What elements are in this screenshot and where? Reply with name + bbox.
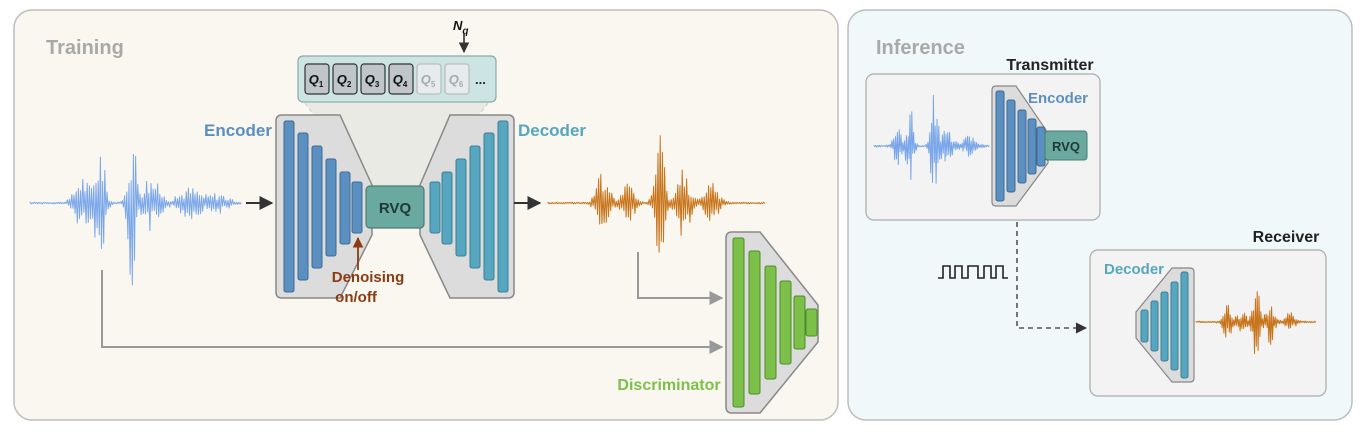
discriminator-layer xyxy=(732,237,745,408)
decoder-layer xyxy=(497,120,509,293)
receiver-label: Receiver xyxy=(1253,229,1320,246)
nq-label: N xyxy=(453,18,463,33)
svg-text:Nq: Nq xyxy=(453,18,469,37)
discriminator-layer xyxy=(764,265,777,380)
codebook-3: Q3 xyxy=(360,63,386,95)
codebook-6: Q6 xyxy=(444,63,470,95)
decoder-label: Decoder xyxy=(518,121,586,140)
codebook-more: ... xyxy=(475,72,486,87)
tx-encoder-label: Encoder xyxy=(1028,90,1088,107)
encoder-layer xyxy=(339,171,351,245)
codebook-2: Q2 xyxy=(332,63,358,95)
bitstream-icon xyxy=(938,265,1008,279)
discriminator xyxy=(725,231,819,414)
transmitter-encoder xyxy=(991,85,1054,207)
svg-text:Q3: Q3 xyxy=(365,72,380,89)
denoise-label-line1: Denoising xyxy=(332,269,405,286)
transmitter-label: Transmitter xyxy=(1006,57,1093,74)
input-to-discriminator-arrow xyxy=(101,270,724,354)
decoder-layer xyxy=(483,132,495,281)
decoder-layer xyxy=(429,181,441,234)
training-panel: Training RVQ Encoder Decoder Q1 Q2 Q3 xyxy=(13,9,839,421)
receiver-box: Decoder xyxy=(1089,249,1327,397)
nq-sub: q xyxy=(462,26,468,37)
training-rvq-block: RVQ xyxy=(365,185,425,229)
tx-rvq-label: RVQ xyxy=(1052,139,1080,154)
inference-title: Inference xyxy=(876,37,965,59)
receiver-waveform xyxy=(1195,291,1317,355)
codebook-projection-fill xyxy=(305,103,488,188)
clean-input-waveform xyxy=(29,153,242,286)
rvq-label: RVQ xyxy=(379,200,412,217)
decoder-layer xyxy=(441,171,453,245)
decoder-layer xyxy=(1180,271,1189,379)
codebook-5: Q5 xyxy=(416,63,442,95)
decoder-layer xyxy=(1170,281,1179,371)
decoder-layer xyxy=(1140,309,1149,343)
decoder-layer xyxy=(1150,300,1159,352)
training-title: Training xyxy=(46,37,124,59)
codebook-bar: Q1 Q2 Q3 Q4 Q5 Q6 ... xyxy=(297,55,497,103)
svg-text:Q2: Q2 xyxy=(337,72,352,89)
transmitter-box: RVQ Encoder xyxy=(865,73,1101,221)
decoder-layer xyxy=(1160,291,1169,362)
discriminator-layer xyxy=(805,308,818,337)
svg-text:Q4: Q4 xyxy=(393,72,408,89)
nq-indicator: Nq xyxy=(453,18,470,54)
denoise-label-line2: on/off xyxy=(335,289,378,306)
training-decoder xyxy=(419,114,515,299)
encoder-layer xyxy=(283,120,295,293)
encoder-layer xyxy=(1017,109,1027,184)
encoder-layer xyxy=(1036,126,1046,167)
discriminator-layer xyxy=(793,295,806,350)
transmitter-waveform xyxy=(873,95,990,184)
decoder-layer xyxy=(455,158,467,257)
receiver-decoder xyxy=(1135,267,1195,383)
discriminator-layer xyxy=(779,280,792,365)
encoder-layer xyxy=(1027,118,1037,175)
inference-panel: Inference Transmitter RVQ Encoder Receiv… xyxy=(847,9,1353,421)
rx-decoder-label: Decoder xyxy=(1104,261,1164,278)
training-encoder xyxy=(275,114,373,299)
output-to-discriminator-arrow xyxy=(637,252,724,305)
svg-text:Q1: Q1 xyxy=(309,72,324,89)
encoder-label: Encoder xyxy=(204,121,272,140)
codebook-1: Q1 xyxy=(304,63,330,95)
decoder-layer xyxy=(469,145,481,269)
discriminator-layer xyxy=(748,250,761,395)
svg-text:Q5: Q5 xyxy=(421,72,436,89)
encoder-layer xyxy=(1006,99,1016,193)
encoder-layer xyxy=(311,145,323,269)
codebook-4: Q4 xyxy=(388,63,414,95)
encoder-layer xyxy=(325,158,337,257)
encoder-layer xyxy=(351,181,363,234)
denoised-output-waveform xyxy=(547,135,766,253)
svg-text:Q6: Q6 xyxy=(449,72,464,89)
encoder-layer xyxy=(297,132,309,281)
encoder-layer xyxy=(995,90,1005,202)
discriminator-label: Discriminator xyxy=(617,377,720,394)
